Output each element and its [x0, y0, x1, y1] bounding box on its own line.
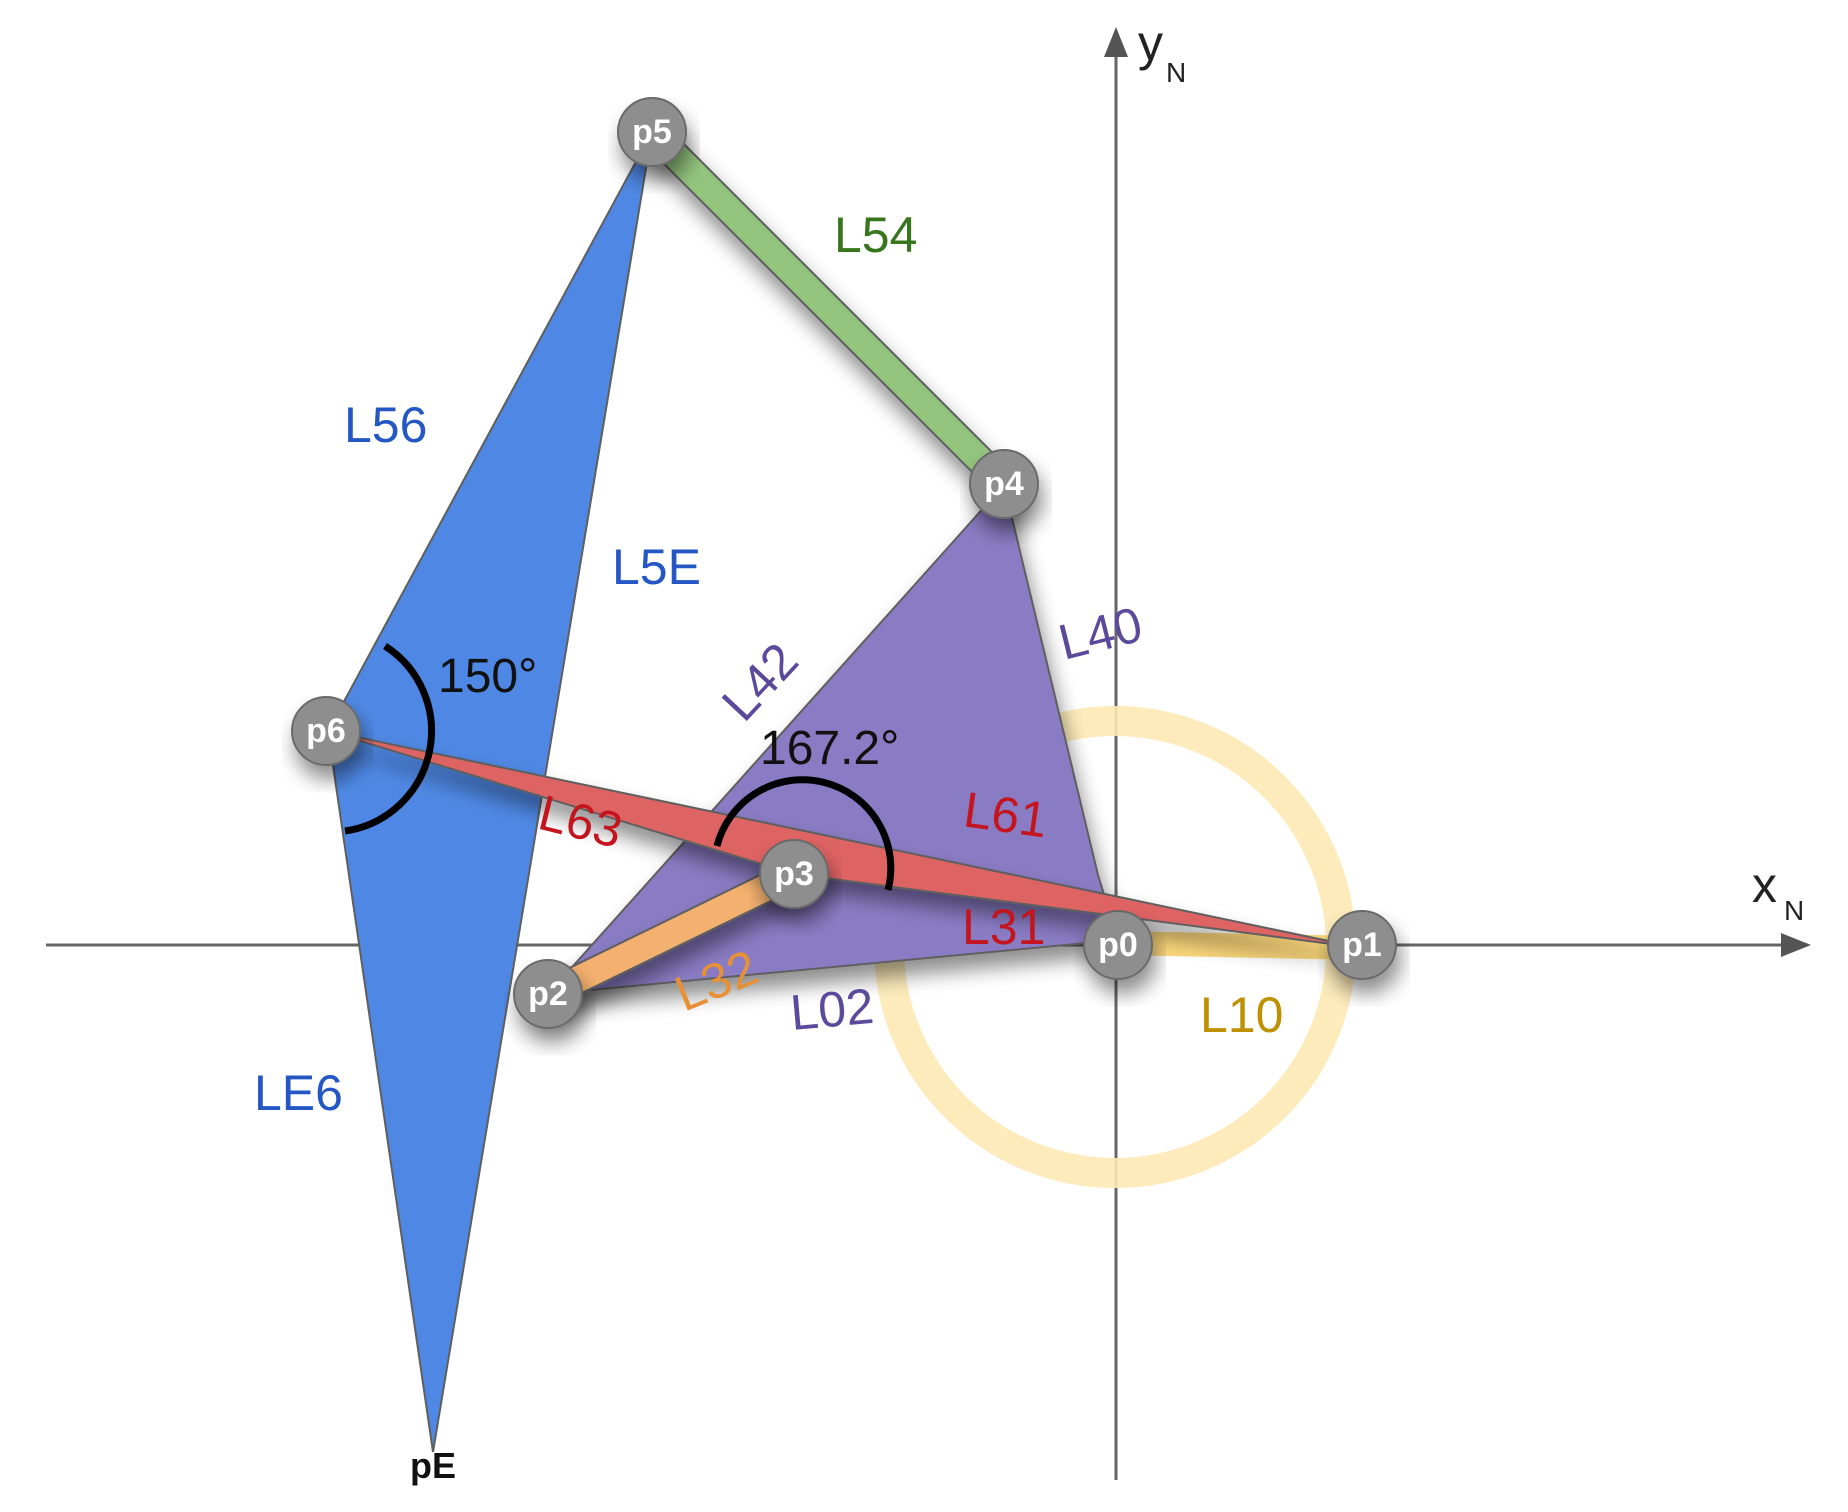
joint-p5[interactable]: p5 [617, 97, 687, 167]
svg-text:p0: p0 [1098, 926, 1138, 964]
link-label-L02: L02 [788, 978, 876, 1041]
angle-arc-p3 [713, 776, 895, 891]
end-effector-label-pE: pE [410, 1445, 456, 1486]
joint-p3[interactable]: p3 [759, 839, 829, 909]
joint-p1[interactable]: p1 [1327, 910, 1397, 980]
link-bar-L10-fill [1106, 931, 1374, 960]
joint-p6[interactable]: p6 [291, 696, 361, 766]
link-label-L5E: L5E [612, 539, 701, 595]
link-label-L61: L61 [960, 781, 1050, 848]
svg-text:p5: p5 [632, 113, 672, 151]
joint-p4[interactable]: p4 [969, 449, 1039, 519]
svg-text:p4: p4 [984, 465, 1024, 503]
link-label-L56: L56 [344, 397, 427, 453]
y-axis-subscript: N [1166, 57, 1186, 88]
link-bar-L54-fill [639, 119, 1017, 497]
angle-arc-p6 [344, 643, 435, 835]
link-label-L31: L31 [962, 899, 1045, 955]
link-label-L42: L42 [711, 632, 809, 731]
link-bar-L32-fill [535, 861, 807, 1007]
svg-text:p2: p2 [528, 975, 568, 1013]
x-axis-subscript: N [1784, 895, 1804, 926]
svg-text:p3: p3 [774, 855, 814, 893]
link-label-L10: L10 [1200, 987, 1283, 1043]
link-label-L54: L54 [834, 207, 917, 263]
svg-text:p1: p1 [1342, 926, 1382, 964]
link-label-L40: L40 [1053, 596, 1148, 671]
x-axis-label: x [1752, 857, 1777, 913]
y-axis-label: y [1138, 15, 1163, 71]
angle-label-p6: 150° [438, 650, 537, 703]
angle-label-p3: 167.2° [760, 722, 899, 775]
link-body-p6-p3-p1 [327, 730, 1363, 949]
joint-p0[interactable]: p0 [1083, 910, 1153, 980]
link-label-LE6: LE6 [254, 1065, 343, 1121]
svg-text:p6: p6 [306, 712, 346, 750]
joint-p2[interactable]: p2 [513, 959, 583, 1029]
